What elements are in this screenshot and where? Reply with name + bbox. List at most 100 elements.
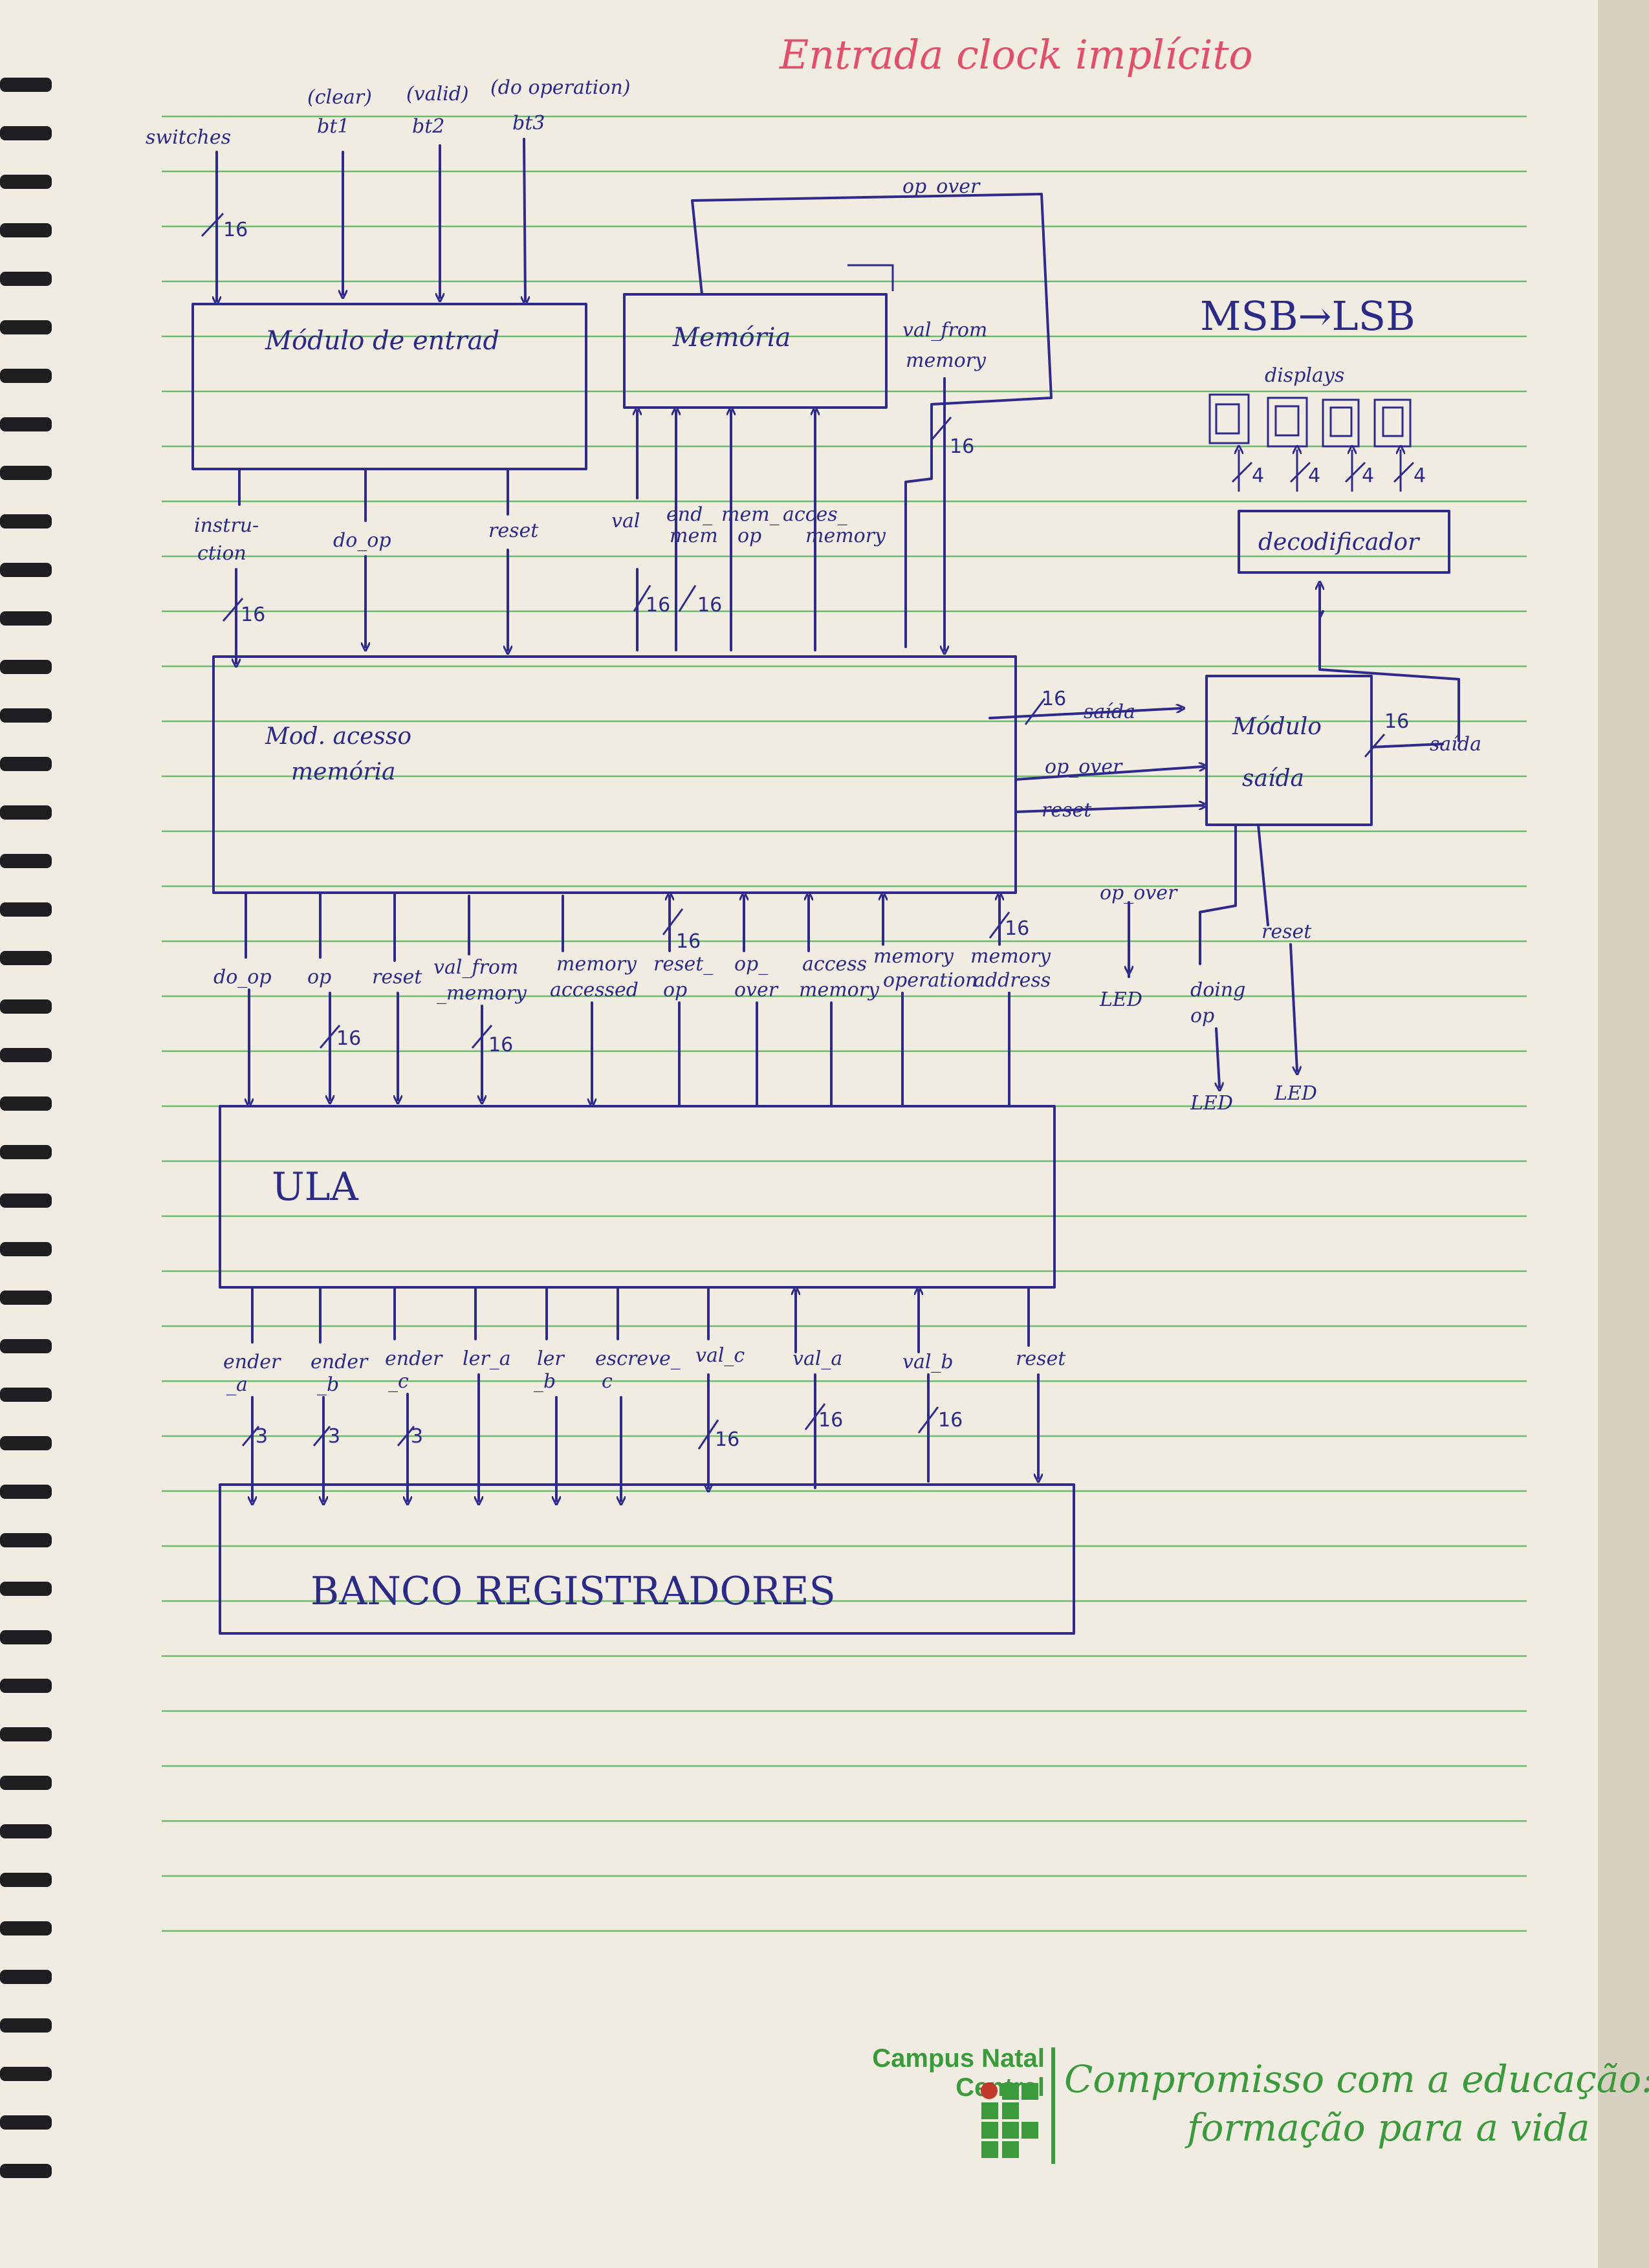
ender-b-l1: ender (311, 1351, 369, 1373)
ula-reset-op-l1: reset_ (653, 953, 713, 976)
b-ender-b-width: 3 (328, 1425, 340, 1448)
ula-block (219, 1105, 1056, 1289)
switches-slash (201, 212, 224, 237)
binding-ring (0, 757, 52, 771)
reset-led-label: reset (1261, 921, 1312, 943)
bt1-label: bt1 (317, 115, 349, 138)
binding-ring (0, 1727, 52, 1741)
ula-input-labels: do_op op reset val_from _memory memory a… (213, 945, 1051, 1005)
binding-ring (0, 1970, 52, 1984)
mem-op-l1: mem_ (721, 503, 780, 526)
ula-do-op-label: do_op (213, 966, 272, 988)
ler-b-l1: ler (537, 1347, 565, 1370)
digit-2-slash (1289, 461, 1311, 483)
saida-block-l2: saída (1242, 765, 1304, 792)
mem-small-link (847, 264, 894, 291)
binding-ring (0, 999, 52, 1014)
ula-val-from-l1: val_from (433, 956, 518, 979)
footer-divider (1051, 2047, 1055, 2164)
escreve-c-l2: c (602, 1370, 613, 1393)
w-memory-address-slash (988, 911, 1010, 939)
saida-block-l1: Módulo (1232, 714, 1322, 740)
display-digit-2-seg (1274, 405, 1300, 437)
led-3: LED (1274, 1082, 1317, 1105)
binding-ring (0, 1194, 52, 1208)
bt3-wire (524, 138, 525, 301)
banco-input-labels: ender _a ender _b ender _c ler_a ler _b … (223, 1344, 1066, 1396)
instruction-slash (222, 598, 244, 622)
binding-ring (0, 1096, 52, 1111)
ula-input-wires: 16 16 16 16 (245, 891, 1029, 1107)
ula-op-over-l1: op_ (734, 953, 768, 976)
modulo-entrada-label: Módulo de entrad (265, 326, 499, 356)
op-over-wire (1014, 767, 1203, 781)
val-c-label: val_c (695, 1344, 745, 1367)
w-val-from-slash (471, 1025, 493, 1049)
b-val-b-slash (917, 1406, 939, 1434)
display-digit-1-seg (1215, 403, 1240, 435)
led-2: LED (1190, 1092, 1233, 1115)
digit-4-width: 4 (1414, 464, 1426, 487)
binding-ring (0, 1339, 52, 1353)
doing-op-led-arrow (1216, 1027, 1219, 1087)
logo-dot (981, 2082, 998, 2099)
led-1: LED (1099, 988, 1142, 1011)
binding-ring (0, 466, 52, 480)
clock-note: Entrada clock implícito (780, 31, 1253, 78)
banco-label: BANCO REGISTRADORES (311, 1569, 836, 1614)
modulo-entrada-block (191, 303, 587, 470)
saida-out-wire (1370, 743, 1444, 748)
bt3-tag: (do operation) (490, 76, 631, 99)
b-val-a-slash (804, 1403, 826, 1430)
end-mem-l1: end_ (666, 503, 712, 526)
bt1-tag: (clear) (307, 86, 372, 109)
binding-ring (0, 1485, 52, 1499)
binding-ring (0, 708, 52, 723)
bt2-label: bt2 (412, 115, 444, 138)
val-slash (633, 585, 651, 612)
val-from-memory-slash (930, 417, 952, 441)
bt3-label: bt3 (512, 112, 545, 135)
w-memory-address-width: 16 (1005, 917, 1029, 940)
escreve-c-l1: escreve_ (595, 1347, 681, 1370)
doing-op-wire (1199, 823, 1237, 965)
reset-label: reset (488, 519, 539, 542)
seven-seg-displays (1208, 393, 1412, 448)
b-val-b-width: 16 (938, 1409, 963, 1432)
modulo-acesso-memoria-block (212, 655, 1017, 894)
switches-label: switches (146, 126, 231, 149)
binding-ring (0, 320, 52, 334)
saida-out-width: 16 (1384, 710, 1409, 733)
ula-memory-address-l2: address (974, 969, 1051, 992)
op-over-feedback-wire (691, 193, 1053, 648)
binding-ring (0, 126, 52, 140)
b-ender-a-slash (241, 1426, 260, 1446)
acesso-label-l2: memória (291, 759, 395, 785)
binding-ring (0, 272, 52, 286)
binding-ring (0, 1582, 52, 1596)
binding-ring (0, 951, 52, 965)
slogan-line-2: formação para a vida (1187, 2106, 1590, 2150)
institute-logo (981, 2082, 1038, 2158)
binding-ring (0, 1921, 52, 1935)
binding-ring (0, 1436, 52, 1450)
decodificador-label: decodificador (1258, 529, 1420, 556)
b-ender-b-slash (312, 1426, 331, 1446)
b-val-c-width: 16 (715, 1428, 739, 1451)
end-mem-l2: mem (670, 525, 718, 547)
reset-led-wire-top (1257, 823, 1269, 926)
binding-ring (0, 1145, 52, 1159)
banco-registradores-block (219, 1483, 1075, 1635)
binding-ring (0, 417, 52, 431)
b-ender-a-width: 3 (256, 1425, 268, 1448)
ula-memory-operation-l1: memory (873, 945, 954, 968)
instruction-width: 16 (241, 604, 265, 626)
b-ender-c-width: 3 (411, 1425, 423, 1448)
display-digit-4-seg (1382, 406, 1404, 437)
binding-ring (0, 1388, 52, 1402)
acces-memory-l2: memory (805, 525, 886, 547)
ula-memory-accessed-l2: accessed (550, 979, 639, 1001)
ula-access-memory-l1: access (802, 953, 867, 976)
